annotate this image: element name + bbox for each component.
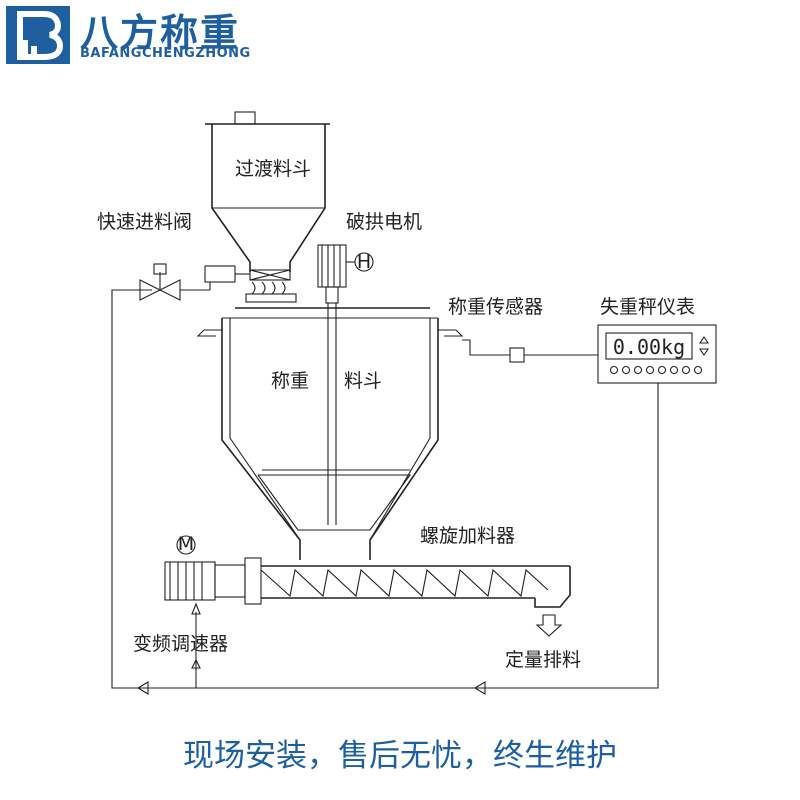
transition-hopper — [205, 111, 330, 272]
discharge-arrow-icon — [535, 614, 563, 637]
label-weighing: 称重 — [271, 370, 309, 392]
loss-weight-meter — [597, 324, 717, 384]
sensor-connection — [462, 339, 598, 363]
brand-name-en: BAFANGCHENGZHONG — [80, 46, 251, 61]
label-loss-weight-meter: 失重秤仪表 — [600, 296, 695, 318]
label-vfd: 变频调速器 — [133, 633, 228, 655]
meter-display: 0.00kg — [613, 335, 685, 359]
label-fast-feed-valve: 快速进料阀 — [97, 211, 192, 233]
weighing-hopper — [196, 303, 464, 560]
label-transition-hopper: 过渡料斗 — [235, 158, 311, 180]
brand-name-cn: 八方称重 — [80, 11, 241, 55]
fast-feed-valve — [139, 263, 211, 301]
motor-h-symbol: H — [357, 251, 371, 273]
transition-valve — [204, 265, 297, 303]
brand-logo-icon — [6, 6, 70, 64]
label-arch-breaking-motor: 破拱电机 — [346, 211, 422, 233]
label-quantitative-discharge: 定量排料 — [505, 649, 581, 671]
motor-m-symbol: M — [178, 533, 194, 555]
footer-slogan: 现场安装，售后无忧，终生维护 — [183, 738, 617, 774]
control-loop — [111, 289, 659, 695]
label-weighing-sensor: 称重传感器 — [448, 296, 543, 318]
label-hopper: 料斗 — [344, 370, 382, 392]
arch-breaking-motor — [317, 244, 374, 304]
label-screw-feeder: 螺旋加料器 — [420, 525, 515, 547]
screw-feeder — [164, 557, 571, 608]
